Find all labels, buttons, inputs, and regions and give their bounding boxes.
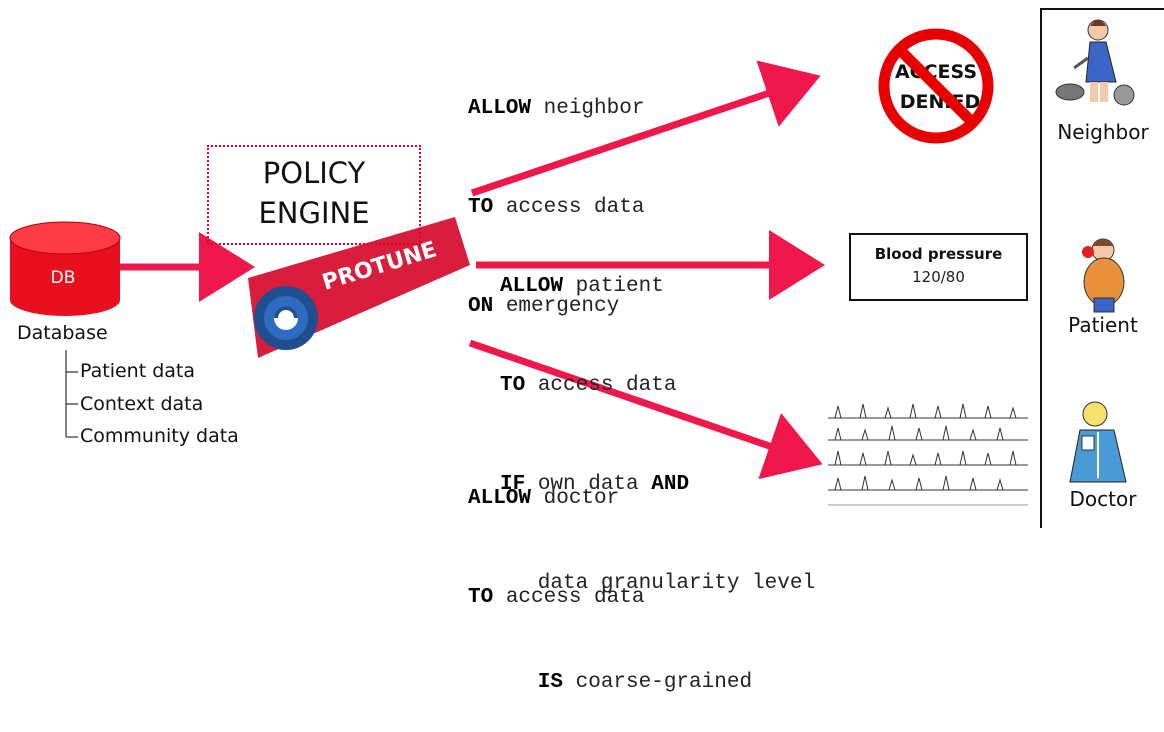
policy-text: patient bbox=[563, 275, 664, 298]
policy-keyword: AND bbox=[651, 473, 690, 496]
arrows bbox=[120, 60, 825, 480]
policy-keyword: ON bbox=[468, 295, 494, 318]
policy-text: access data bbox=[493, 586, 645, 609]
policy-keyword: TO bbox=[468, 586, 494, 609]
policy-text: doctor bbox=[531, 487, 620, 510]
policy-engine-title: POLICY ENGINE bbox=[207, 153, 421, 233]
neighbor-figure-icon bbox=[1055, 19, 1135, 106]
roles-panel bbox=[1040, 8, 1164, 528]
policy-text: coarse-grained bbox=[563, 671, 753, 694]
policy-keyword: ALLOW bbox=[468, 97, 532, 120]
role-label-neighbor: Neighbor bbox=[1057, 120, 1149, 144]
policy-text: access data bbox=[525, 374, 677, 397]
diagram-canvas: PROTUNE ACCESS DENIED bbox=[9, 19, 1135, 506]
policy-keyword: TO bbox=[468, 196, 494, 219]
database-child-context-data: Context data bbox=[80, 393, 204, 415]
protune-logo-icon: PROTUNE bbox=[248, 217, 470, 358]
ecg-strip-icon bbox=[828, 403, 1028, 506]
blood-pressure-box: Blood pressure 120/80 bbox=[849, 233, 1028, 301]
policy-engine-line2: ENGINE bbox=[258, 196, 370, 230]
blood-pressure-title: Blood pressure bbox=[874, 245, 1003, 263]
database-title: Database bbox=[17, 322, 108, 344]
database-cylinder-icon bbox=[9, 221, 121, 316]
policy-keyword: IF bbox=[500, 473, 526, 496]
policy-text: emergency bbox=[493, 295, 620, 318]
policy-engine-box bbox=[207, 145, 421, 245]
policy-text: neighbor bbox=[531, 97, 645, 120]
arrow-engine-to-neighbor bbox=[470, 60, 821, 197]
doctor-figure-icon bbox=[1069, 401, 1127, 483]
db-cylinder-label: DB bbox=[50, 268, 76, 288]
patient-figure-icon bbox=[1082, 238, 1125, 313]
database-child-community-data: Community data bbox=[80, 425, 239, 447]
role-label-patient: Patient bbox=[1068, 313, 1138, 337]
arrow-engine-to-doctor bbox=[468, 339, 823, 480]
policy-keyword: ALLOW bbox=[468, 487, 532, 510]
policy-keyword: TO bbox=[500, 374, 526, 397]
policy-keyword: IS bbox=[500, 671, 564, 694]
policy-neighbor: ALLOW neighbor TO access data ON emergen… bbox=[468, 26, 644, 356]
database-child-patient-data: Patient data bbox=[80, 360, 195, 382]
policy-engine-line1: POLICY bbox=[262, 156, 366, 190]
policy-text: access data bbox=[493, 196, 645, 219]
blood-pressure-value: 120/80 bbox=[912, 268, 965, 286]
access-denied-sign-icon: ACCESS DENIED bbox=[878, 28, 994, 144]
role-label-doctor: Doctor bbox=[1069, 487, 1137, 511]
policy-keyword: ALLOW bbox=[500, 275, 564, 298]
policy-doctor: ALLOW doctor TO access data bbox=[468, 416, 644, 647]
policy-text: own data bbox=[525, 473, 652, 496]
database-tree-lines bbox=[65, 350, 78, 438]
